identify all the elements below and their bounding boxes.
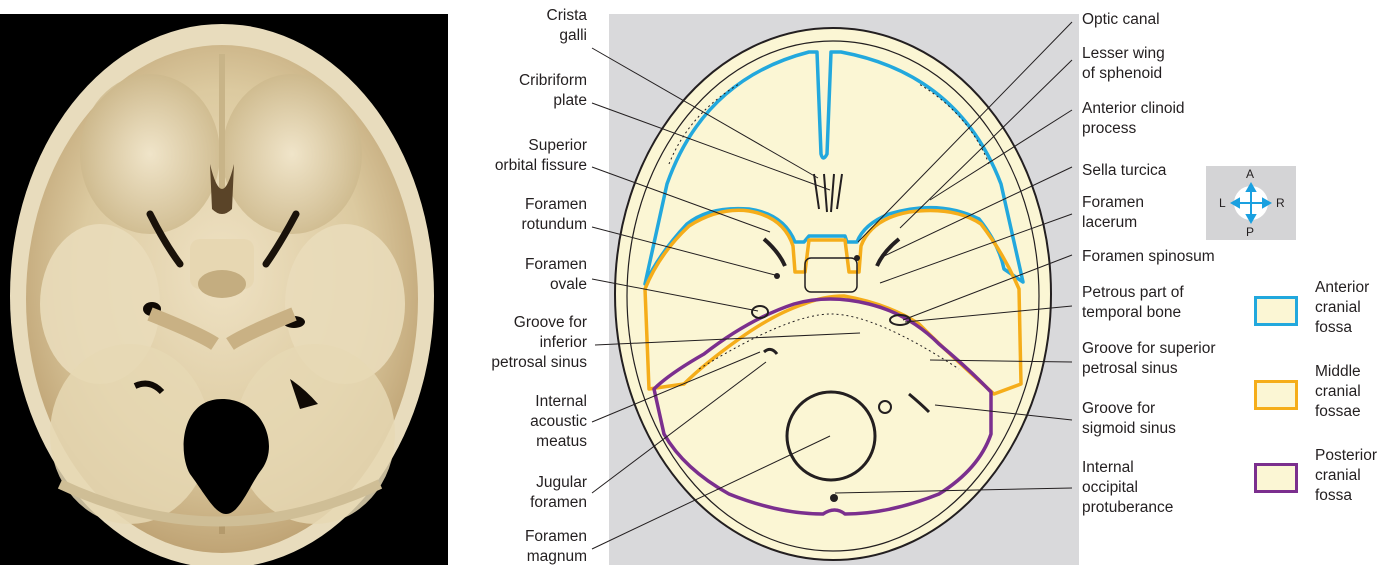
label-internal-acoustic-meatus: Internal acoustic meatus (530, 392, 587, 452)
label-cribriform-plate: Cribriform plate (519, 71, 587, 111)
label-foramen-ovale: Foramen ovale (525, 255, 587, 295)
leader-line-sella-turcica (880, 167, 1072, 258)
leader-line-groove-inferior-petrosal-sinus (595, 333, 860, 345)
leader-line-crista-galli (592, 48, 818, 178)
compass-right-label: R (1276, 196, 1285, 210)
leader-line-foramen-ovale (592, 279, 758, 311)
label-internal-occipital-protuberance: Internal occipital protuberance (1082, 458, 1173, 518)
leader-line-foramen-lacerum (880, 214, 1072, 283)
leader-line-lesser-wing-sphenoid (900, 60, 1072, 228)
compass-anterior-label: A (1246, 167, 1254, 181)
leader-line-groove-sigmoid-sinus (935, 405, 1072, 420)
label-foramen-lacerum: Foramen lacerum (1082, 193, 1144, 233)
label-lesser-wing-sphenoid: Lesser wing of sphenoid (1082, 44, 1165, 84)
label-groove-inferior-petrosal-sinus: Groove for inferior petrosal sinus (491, 313, 587, 373)
leader-line-anterior-clinoid-process (930, 110, 1072, 200)
label-foramen-magnum: Foramen magnum (525, 527, 587, 565)
label-jugular-foramen: Jugular foramen (530, 473, 587, 513)
label-sella-turcica: Sella turcica (1082, 161, 1166, 181)
label-optic-canal: Optic canal (1082, 10, 1160, 30)
compass-left-label: L (1219, 196, 1226, 210)
legend-swatch-middle (1254, 380, 1298, 410)
leader-line-groove-superior-petrosal-sinus (930, 360, 1072, 362)
legend-label-posterior: Posterior cranial fossa (1315, 446, 1377, 506)
orientation-compass: A P L R (1206, 166, 1296, 240)
leader-line-optic-canal (858, 22, 1072, 242)
label-petrous-part-temporal: Petrous part of temporal bone (1082, 283, 1184, 323)
leader-line-superior-orbital-fissure (592, 167, 770, 232)
leader-line-internal-occipital-protuberance (835, 488, 1072, 493)
leader-line-foramen-rotundum (592, 227, 775, 275)
leader-line-foramen-magnum (592, 436, 830, 549)
legend-swatch-posterior (1254, 463, 1298, 493)
legend-swatch-anterior (1254, 296, 1298, 326)
label-groove-sigmoid-sinus: Groove for sigmoid sinus (1082, 399, 1176, 439)
label-superior-orbital-fissure: Superior orbital fissure (495, 136, 587, 176)
legend-label-middle: Middle cranial fossae (1315, 362, 1361, 422)
leader-line-foramen-spinosum (903, 255, 1072, 320)
label-anterior-clinoid-process: Anterior clinoid process (1082, 99, 1185, 139)
label-groove-superior-petrosal-sinus: Groove for superior petrosal sinus (1082, 339, 1216, 379)
compass-posterior-label: P (1246, 225, 1254, 239)
leader-line-jugular-foramen (592, 362, 766, 493)
label-crista-galli: Crista galli (547, 6, 587, 46)
leader-line-internal-acoustic-meatus (592, 352, 760, 422)
label-foramen-spinosum: Foramen spinosum (1082, 247, 1215, 267)
label-foramen-rotundum: Foramen rotundum (522, 195, 587, 235)
legend-label-anterior: Anterior cranial fossa (1315, 278, 1369, 338)
leader-line-petrous-part-temporal (905, 306, 1072, 322)
